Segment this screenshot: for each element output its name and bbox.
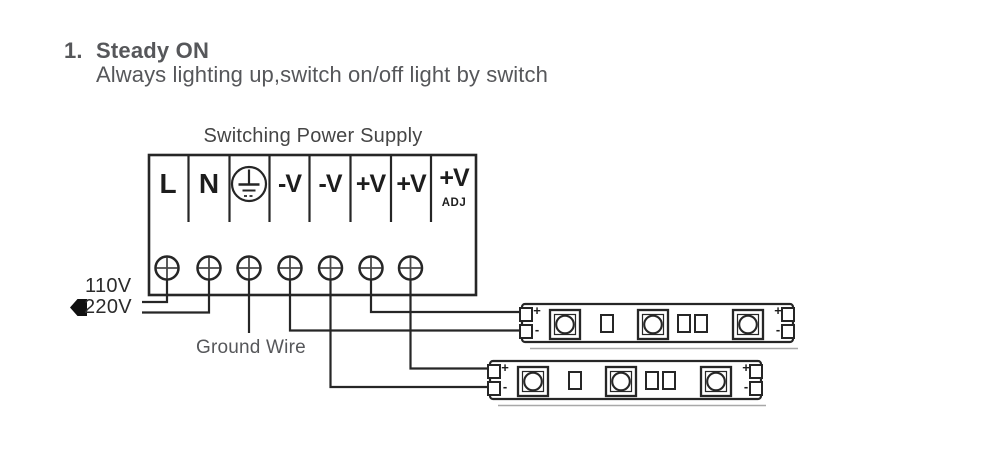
section-number: 1. bbox=[64, 38, 83, 63]
solder-tab bbox=[749, 364, 763, 379]
led-module bbox=[699, 365, 733, 398]
strip1-minus-right: - bbox=[775, 322, 781, 337]
screw-terminal-icon bbox=[196, 255, 222, 281]
ac-plug-icon bbox=[70, 299, 87, 316]
terminal-label-l: L bbox=[159, 168, 177, 199]
led-strip-2 bbox=[487, 359, 766, 407]
section-title: Steady ON bbox=[96, 38, 210, 63]
solder-tab bbox=[749, 381, 763, 396]
resistor bbox=[600, 314, 614, 333]
screw-terminal-icon bbox=[277, 255, 303, 281]
ground-wire-label: Ground Wire bbox=[196, 337, 306, 358]
psu-title: Switching Power Supply bbox=[203, 125, 423, 147]
led-module bbox=[516, 365, 550, 398]
strip2-minus-left: - bbox=[502, 379, 508, 394]
strip2-plus-left: + bbox=[501, 360, 509, 375]
wire-neutral bbox=[142, 280, 211, 314]
protective-earth-icon bbox=[230, 165, 268, 203]
solder-tab bbox=[487, 381, 501, 396]
screw-terminal-icon bbox=[154, 255, 180, 281]
resistor bbox=[662, 371, 676, 390]
solder-tab bbox=[781, 307, 795, 322]
screw-terminal-icon bbox=[358, 255, 384, 281]
voltage-label-110v: 110V bbox=[85, 275, 132, 297]
screw-terminal-icon bbox=[236, 255, 262, 281]
strip1-plus-left: + bbox=[533, 303, 541, 318]
psu-box-outline bbox=[147, 153, 478, 297]
led-module bbox=[731, 308, 765, 341]
terminal-dividers bbox=[187, 156, 433, 222]
terminal-label-posv-1: +V bbox=[355, 169, 386, 198]
led-module bbox=[604, 365, 638, 398]
led-module bbox=[636, 308, 670, 341]
resistor bbox=[677, 314, 691, 333]
terminal-label-adj: ADJ bbox=[441, 197, 467, 209]
strip1-plus-right: + bbox=[774, 303, 782, 318]
solder-tab bbox=[487, 364, 501, 379]
terminal-label-negv-2: -V bbox=[318, 169, 343, 198]
solder-tab bbox=[519, 324, 533, 339]
strip2-plus-right: + bbox=[742, 360, 750, 375]
terminal-label-posv-2: +V bbox=[396, 169, 426, 198]
terminal-label-negv-1: -V bbox=[278, 169, 302, 198]
screw-terminals bbox=[154, 255, 424, 281]
terminal-label-n: N bbox=[198, 168, 220, 199]
resistor bbox=[694, 314, 708, 333]
wires bbox=[142, 280, 523, 389]
solder-tab bbox=[519, 307, 533, 322]
resistor bbox=[645, 371, 659, 390]
wire-positive-1 bbox=[369, 280, 523, 314]
strip2-minus-right: - bbox=[743, 379, 749, 394]
led-module bbox=[548, 308, 582, 341]
wire-live bbox=[142, 280, 169, 304]
led-strip-1 bbox=[519, 302, 798, 350]
terminal-label-posv-adj: +V bbox=[439, 163, 469, 192]
screw-terminal-icon bbox=[317, 255, 344, 281]
solder-tab bbox=[781, 324, 795, 339]
voltage-label-220v: 220V bbox=[84, 296, 132, 318]
screw-terminal-icon bbox=[397, 255, 424, 281]
resistor bbox=[568, 371, 582, 390]
wire-negative-2 bbox=[329, 280, 491, 389]
wire-positive-2 bbox=[409, 280, 491, 370]
wire-negative-1 bbox=[288, 280, 523, 332]
section-subtitle: Always lighting up,switch on/off light b… bbox=[96, 62, 548, 87]
strip1-minus-left: - bbox=[534, 322, 540, 337]
